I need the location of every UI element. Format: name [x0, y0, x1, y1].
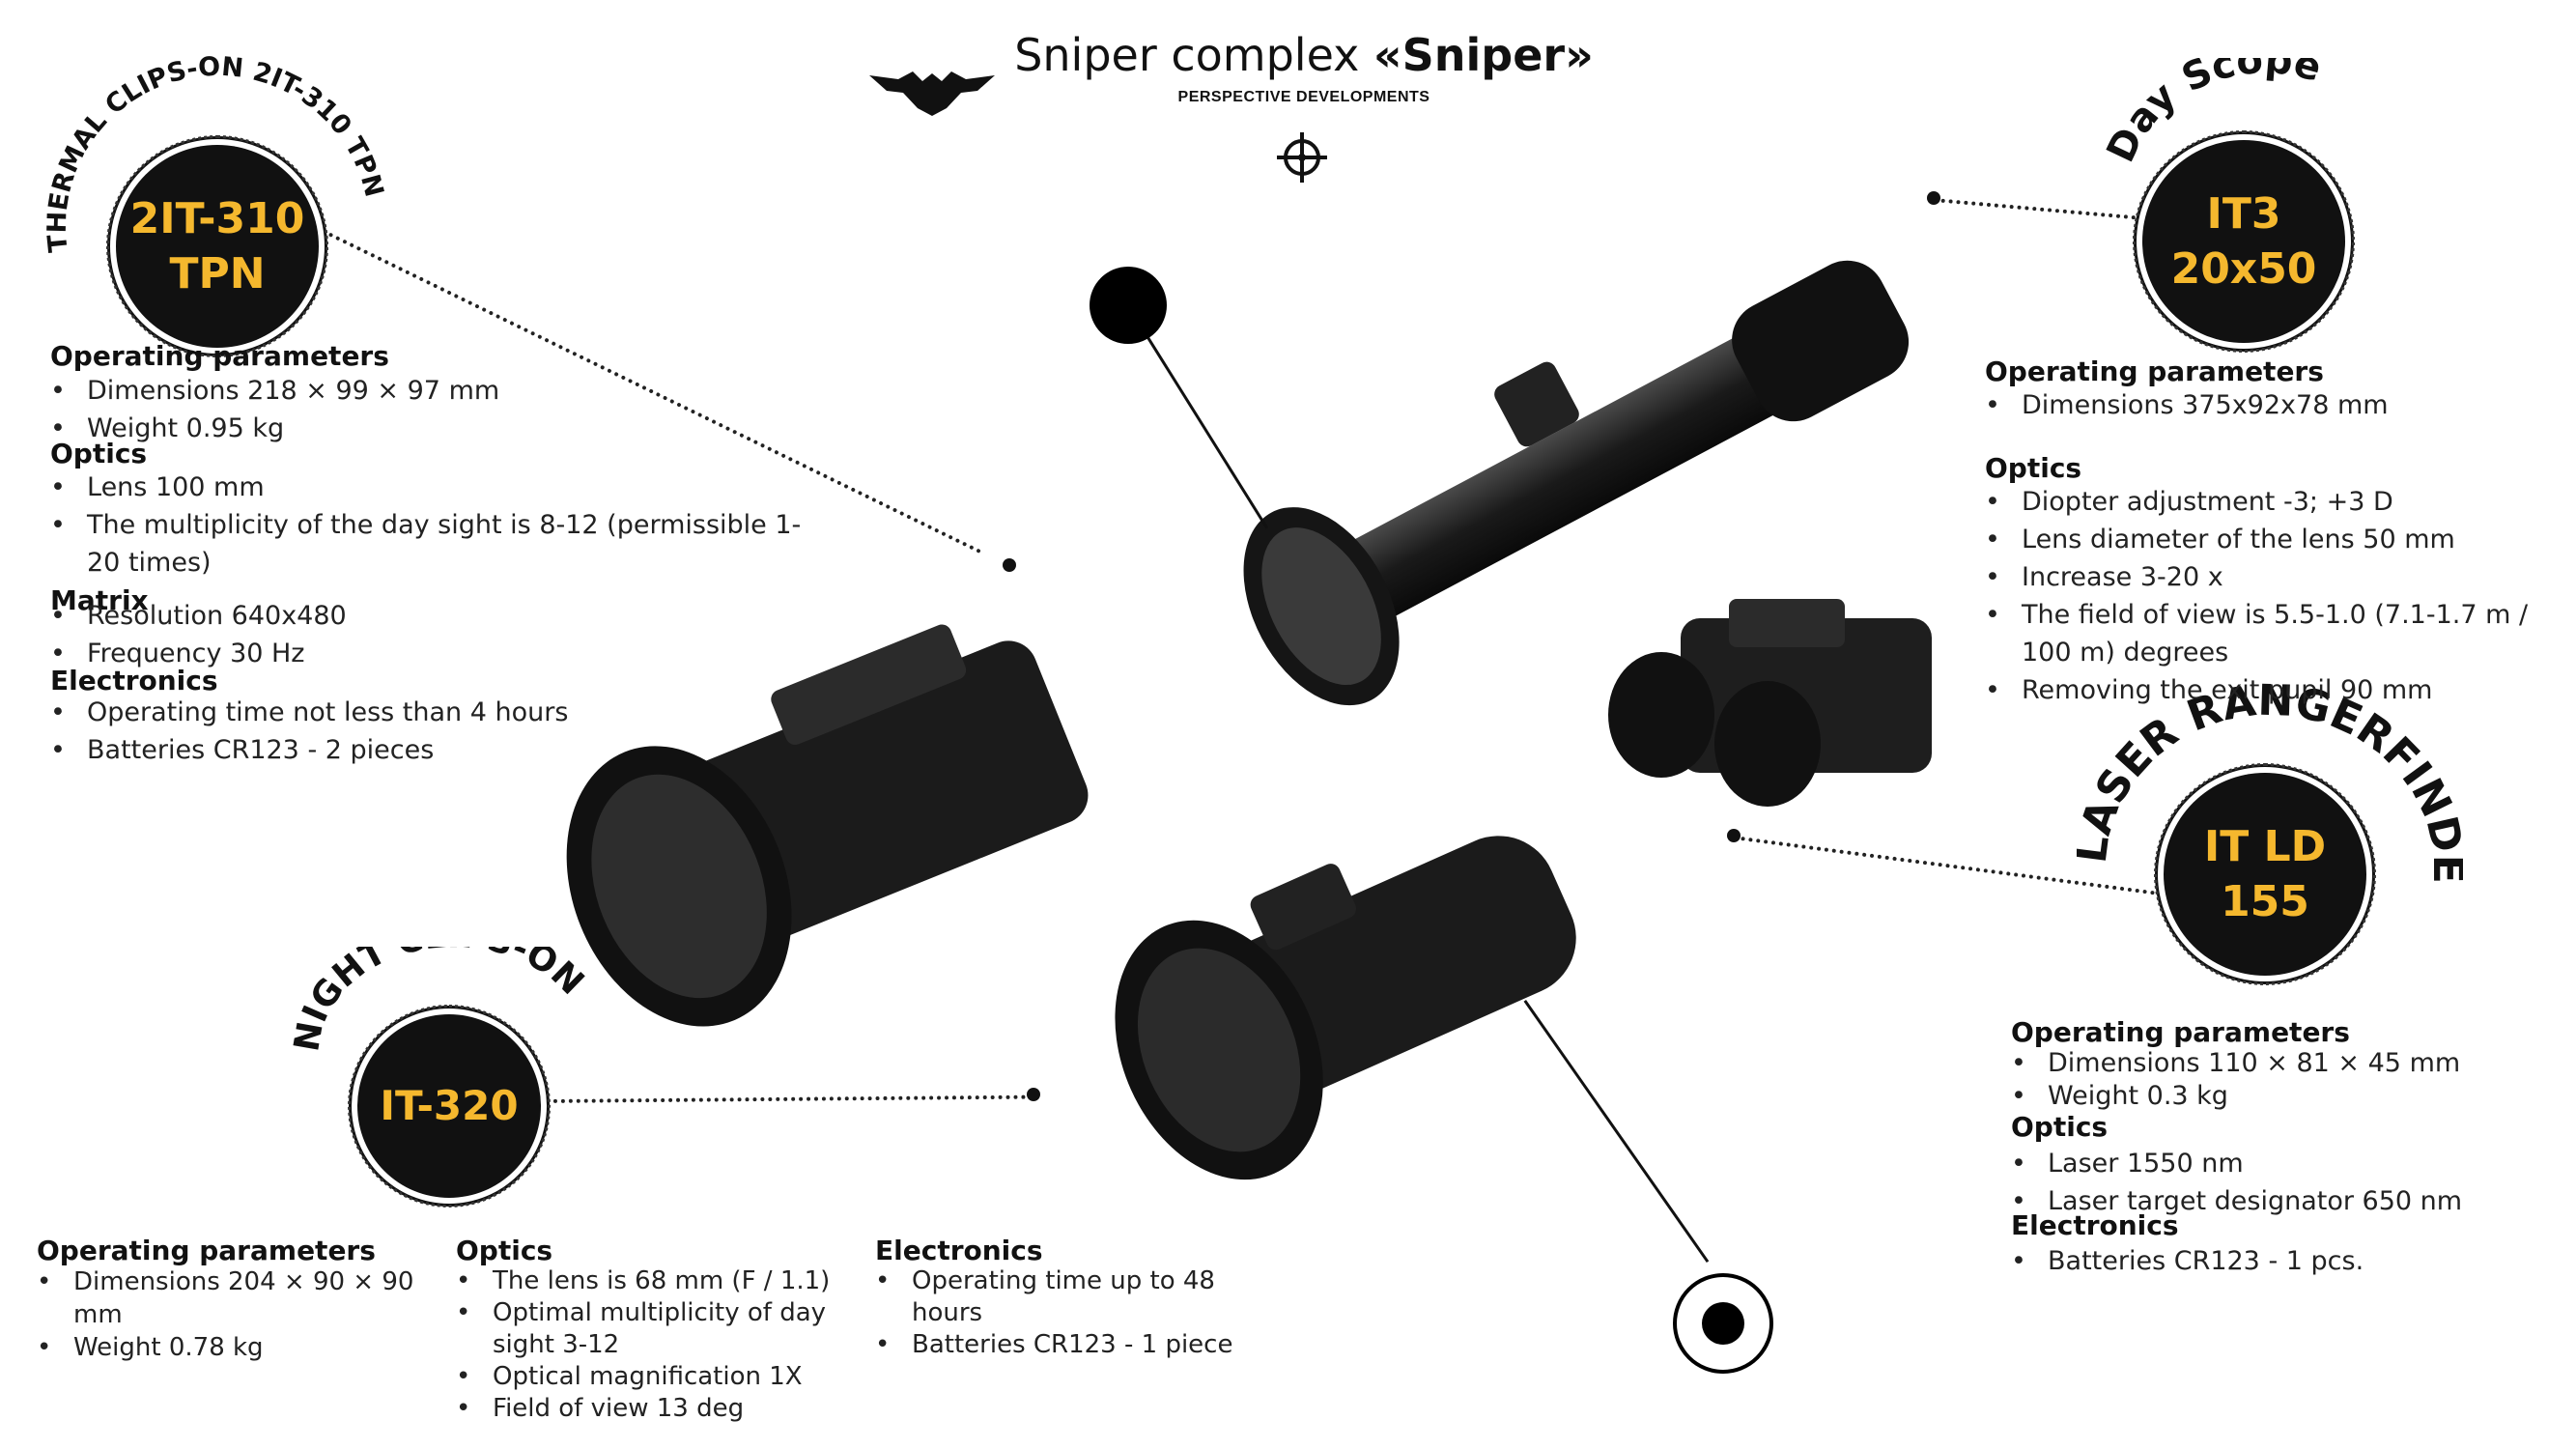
list-item: Dimensions 204 × 90 × 90 mm [37, 1265, 462, 1331]
laser-operating-title: Operating parameters [2011, 1016, 2350, 1048]
list-item: Frequency 30 Hz [50, 635, 804, 672]
list-item: Dimensions 218 × 99 × 97 mm [50, 372, 804, 410]
list-item: Resolution 640x480 [50, 597, 804, 635]
night-operating-title: Operating parameters [37, 1235, 376, 1266]
list-item: The multiplicity of the day sight is 8-1… [50, 506, 823, 582]
day-scope-image [1178, 193, 1999, 773]
list-item: Increase 3-20 x [1985, 558, 2564, 596]
thermal-badge: 2IT-310 TPN [106, 135, 328, 357]
list-item: Weight 0.3 kg [2011, 1080, 2562, 1113]
laser-rangefinder-image [1594, 580, 1980, 821]
list-item: The lens is 68 mm (F / 1.1) [456, 1265, 862, 1297]
list-item: Lens diameter of the lens 50 mm [1985, 521, 2564, 558]
list-item: Diopter adjustment -3; +3 D [1985, 483, 2564, 521]
list-item: Laser target designator 650 nm [2011, 1182, 2562, 1220]
list-item: Optical magnification 1X [456, 1361, 862, 1393]
crosshair-icon [1275, 130, 1329, 185]
list-item: Operating time not less than 4 hours [50, 694, 804, 731]
pointer-dot-upper [1090, 267, 1167, 344]
day-optics-title: Optics [1985, 452, 2082, 484]
thermal-operating-list: Dimensions 218 × 99 × 97 mm Weight 0.95 … [50, 372, 804, 447]
bat-logo-icon [869, 68, 995, 116]
thermal-electronics-title: Electronics [50, 665, 218, 696]
laser-connector-dot [1727, 829, 1741, 842]
thermal-optics-title: Optics [50, 438, 148, 469]
night-operating-list: Dimensions 204 × 90 × 90 mm Weight 0.78 … [37, 1265, 462, 1364]
night-badge: IT-320 [348, 1005, 551, 1208]
night-optics-title: Optics [456, 1235, 553, 1266]
list-item: Lens 100 mm [50, 469, 823, 506]
thermal-optics-list: Lens 100 mm The multiplicity of the day … [50, 469, 823, 582]
list-item: Batteries CR123 - 2 pieces [50, 731, 804, 769]
night-connector-dot [1027, 1088, 1040, 1101]
thermal-connector-dot [1003, 558, 1016, 572]
day-operating-title: Operating parameters [1985, 355, 2324, 387]
list-item: Batteries CR123 - 1 piece [875, 1329, 1261, 1361]
list-item: Dimensions 375x92x78 mm [1985, 386, 2564, 424]
thermal-operating-title: Operating parameters [50, 340, 389, 372]
night-optics-list: The lens is 68 mm (F / 1.1) Optimal mult… [456, 1265, 862, 1425]
list-item: Dimensions 110 × 81 × 45 mm [2011, 1047, 2562, 1080]
list-item: Batteries CR123 - 1 pcs. [2011, 1242, 2562, 1280]
list-item: Weight 0.78 kg [37, 1331, 462, 1364]
page-subtitle: PERSPECTIVE DEVELOPMENTS [1177, 89, 1430, 105]
pointer-target-lower [1673, 1273, 1773, 1374]
day-connector-dot [1927, 191, 1940, 205]
list-item: Optimal multiplicity of day sight 3-12 [456, 1297, 862, 1361]
thermal-clip-image [531, 570, 1159, 1072]
laser-electronics-list: Batteries CR123 - 1 pcs. [2011, 1242, 2562, 1280]
night-clip-image [1043, 763, 1642, 1227]
list-item: Weight 0.95 kg [50, 410, 804, 447]
day-optics-list: Diopter adjustment -3; +3 D Lens diamete… [1985, 483, 2564, 709]
laser-badge: IT LD 155 [2154, 763, 2376, 985]
day-badge: IT3 20x50 [2133, 130, 2355, 353]
list-item: Operating time up to 48 hours [875, 1265, 1261, 1329]
night-electronics-title: Electronics [875, 1235, 1043, 1266]
thermal-electronics-list: Operating time not less than 4 hours Bat… [50, 694, 804, 769]
day-operating-list: Dimensions 375x92x78 mm [1985, 386, 2564, 424]
list-item: The field of view is 5.5-1.0 (7.1-1.7 m … [1985, 596, 2564, 671]
list-item: Removing the exit pupil 90 mm [1985, 671, 2564, 709]
list-item: Field of view 13 deg [456, 1393, 862, 1425]
laser-electronics-title: Electronics [2011, 1209, 2179, 1241]
night-connector-line [546, 1094, 1034, 1103]
laser-operating-list: Dimensions 110 × 81 × 45 mm Weight 0.3 k… [2011, 1047, 2562, 1113]
thermal-matrix-list: Resolution 640x480 Frequency 30 Hz [50, 597, 804, 672]
night-electronics-list: Operating time up to 48 hours Batteries … [875, 1265, 1261, 1361]
laser-optics-list: Laser 1550 nm Laser target designator 65… [2011, 1145, 2562, 1220]
page-title: Sniper complex «Sniper» [1014, 29, 1594, 81]
laser-optics-title: Optics [2011, 1111, 2109, 1143]
list-item: Laser 1550 nm [2011, 1145, 2562, 1182]
